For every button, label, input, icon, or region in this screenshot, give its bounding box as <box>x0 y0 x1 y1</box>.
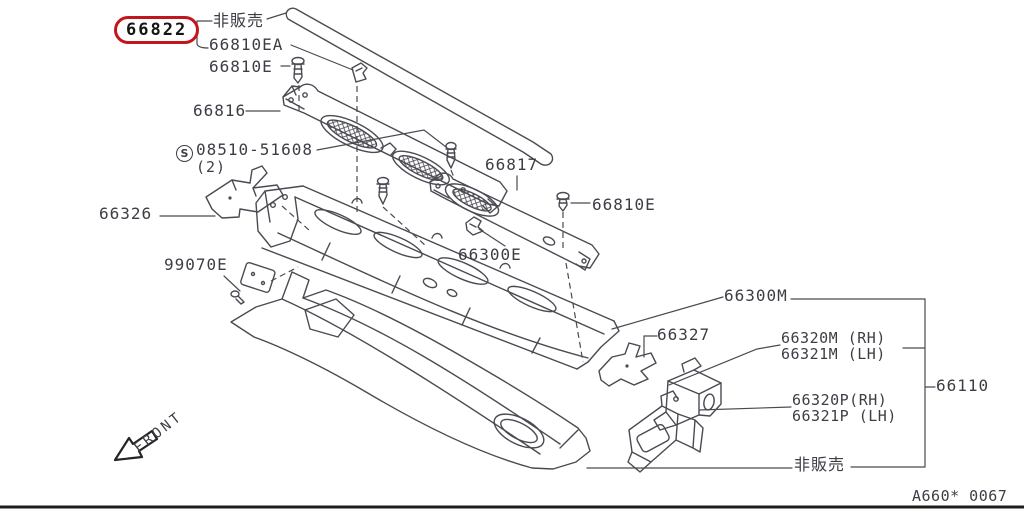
callout-66300m[interactable]: 66300M <box>724 286 788 305</box>
label-not-for-sale-bottom: 非販売 <box>794 455 846 474</box>
callout-66822-highlighted[interactable]: 66822 <box>114 16 200 44</box>
screw-66810e-left-drawing <box>291 56 305 84</box>
clip-66327-drawing <box>598 342 657 387</box>
clip-66810ea-drawing <box>351 62 368 83</box>
diagram-code: A660* 0067 <box>912 487 1008 505</box>
callout-66321m[interactable]: 66321M (LH) <box>781 345 886 363</box>
callout-66810ea[interactable]: 66810EA <box>209 35 284 54</box>
plate-99070e-drawing <box>230 261 276 305</box>
callout-66326[interactable]: 66326 <box>99 204 153 223</box>
callout-66810e-right[interactable]: 66810E <box>592 195 656 214</box>
callout-99070e[interactable]: 99070E <box>164 255 228 274</box>
callout-66320m[interactable]: 66320M (RH) <box>781 329 886 347</box>
leader-lines <box>159 12 936 469</box>
grille-66817-drawing <box>429 172 600 271</box>
callout-66300e[interactable]: 66300E <box>458 245 522 264</box>
callout-66817[interactable]: 66817 <box>485 155 539 174</box>
callout-08510-qty: (2) <box>196 158 227 176</box>
assembly-dashed-lines <box>270 85 584 363</box>
front-arrow-icon <box>113 429 159 462</box>
rod-66822-drawing <box>285 7 554 166</box>
callout-66320p[interactable]: 66320P(RH) <box>792 391 888 409</box>
callout-66816[interactable]: 66816 <box>193 101 247 120</box>
screw-08510-drawing <box>376 141 457 205</box>
bracket-66320p-drawing <box>627 390 704 473</box>
bracket-66326-drawing <box>205 165 284 219</box>
dash-panel-drawing <box>230 271 591 470</box>
callout-66321p[interactable]: 66321P (LH) <box>792 407 897 425</box>
screw-symbol-icon: S <box>176 145 193 162</box>
label-not-for-sale-top: 非販売 <box>213 11 265 30</box>
screw-66810e-right-drawing <box>556 191 570 212</box>
cowl-panel-66300m-drawing <box>255 185 620 370</box>
callout-66110[interactable]: 66110 <box>936 376 990 395</box>
callout-66327[interactable]: 66327 <box>657 325 711 344</box>
callout-66810e-left[interactable]: 66810E <box>209 57 273 76</box>
clip-66300e-drawing <box>465 216 484 236</box>
